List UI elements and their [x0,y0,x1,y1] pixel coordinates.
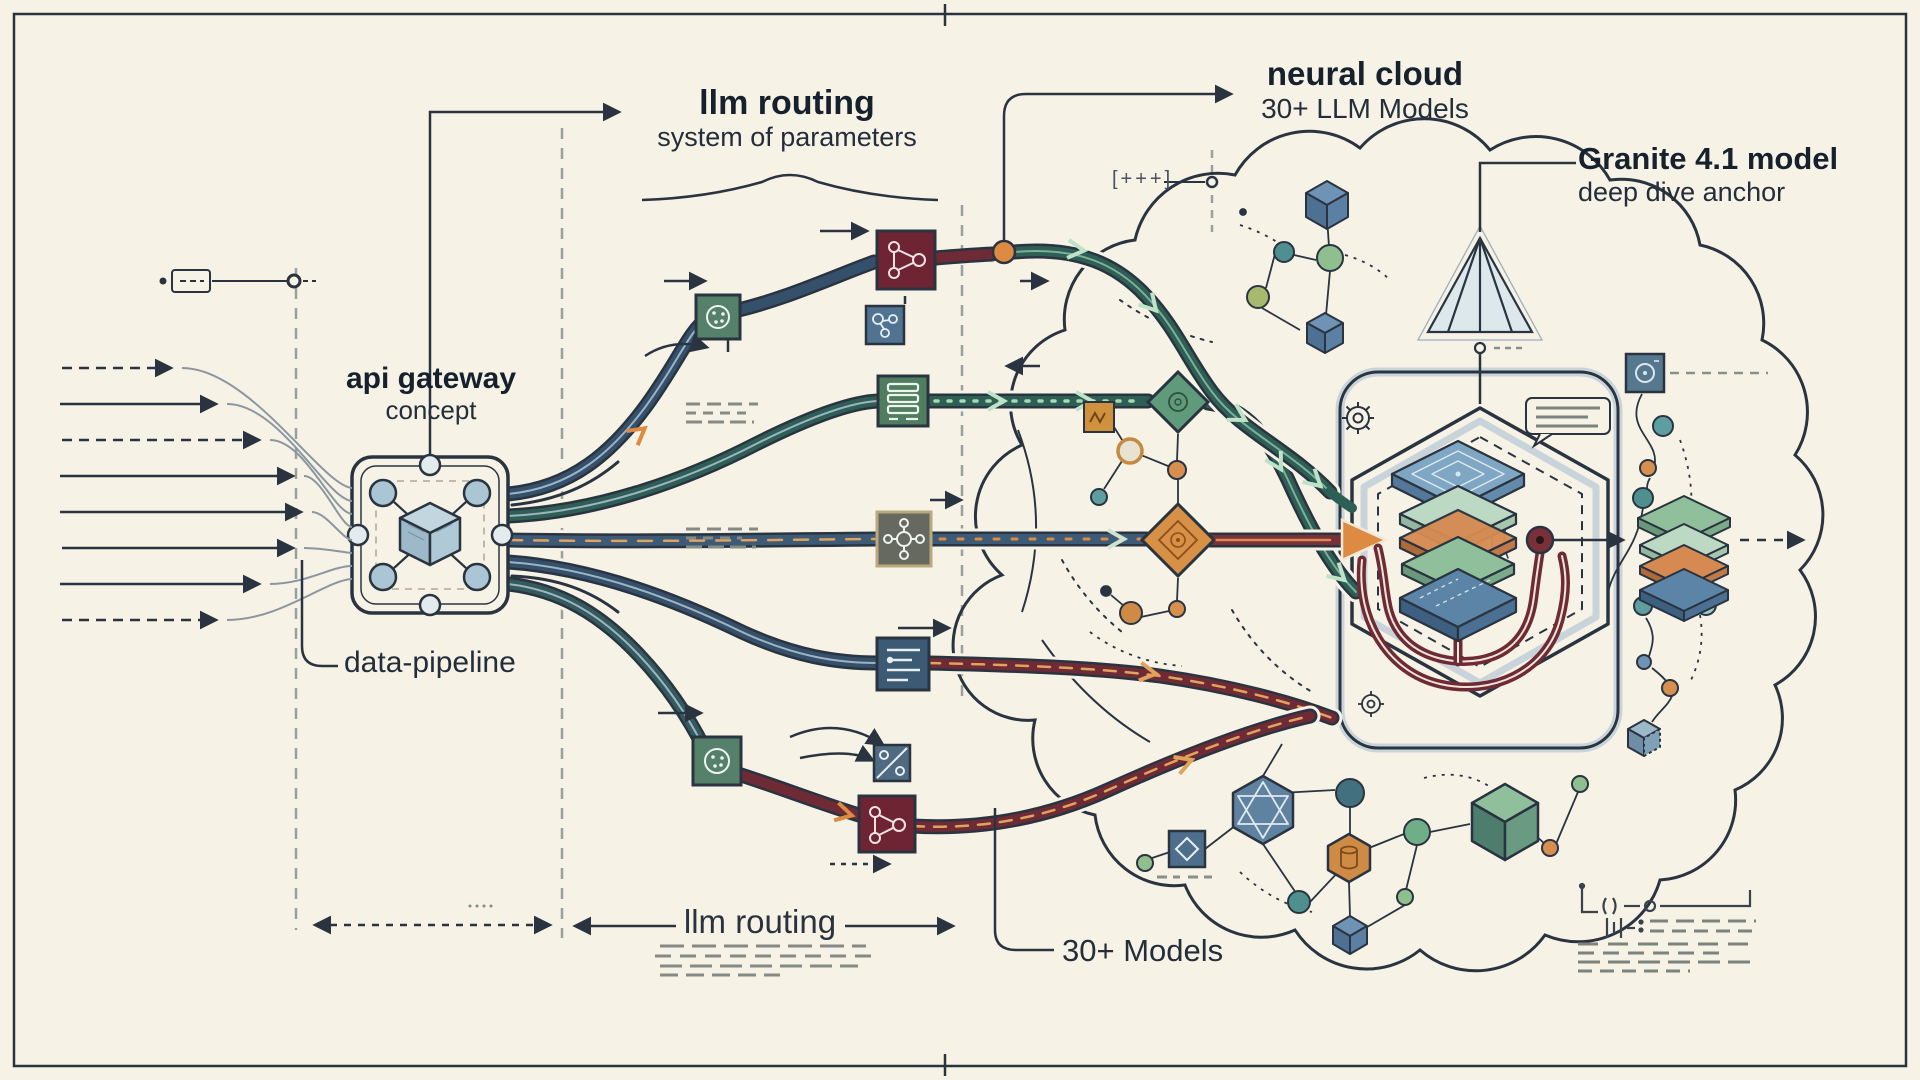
cube-icon-top2 [1306,312,1344,354]
cube-icon-top1 [1305,180,1349,230]
layer-steel-bottom [1398,567,1518,643]
router-node-list-blue [875,636,931,692]
text-block-1 [686,402,758,424]
router-node-slashed-small [872,743,912,783]
diamond-green [1145,369,1211,435]
annotation-sketch-bottom-right [1578,882,1756,973]
llm-routing-title: llm routing [699,84,875,122]
router-node-maroon-top [875,229,937,291]
label-granite-model: Granite 4.1 model deep dive anchor [1578,141,1878,207]
gateway-cube-icon [398,501,462,567]
speech-bubble-icon [1525,397,1611,449]
diamond-square-icon [1167,829,1207,869]
text-block-routing-bottom [655,944,872,977]
router-node-green-b [691,735,743,787]
cloud-inner-arcs [1017,299,1313,743]
label-llm-routing-bottom: llm routing [683,903,837,940]
api-gateway-box [346,453,514,617]
pyramid-icon [1416,224,1544,355]
router-node-green-a [694,293,742,341]
page-frame [12,4,1908,1076]
gear-icon [1342,402,1374,434]
cube-icon-bottom [1332,915,1368,955]
label-llm-routing-top: llm routing system of parameters [597,84,977,152]
text-block-2 [686,527,758,549]
cube-icon-right [1627,719,1661,757]
api-gateway-subtitle: concept [385,394,477,425]
data-pipes [497,240,1369,838]
junction-dot [991,239,1017,265]
diamond-orange [1139,501,1217,579]
hexagram-icon [1231,774,1295,846]
network-left-cluster [1083,401,1187,506]
orange-square-icon [1083,401,1115,433]
api-gateway-title: api gateway [345,362,517,395]
cube-icon-green [1470,782,1540,862]
neural-cloud-outline [951,117,1825,973]
sketch-chip-icon [159,269,316,293]
network-top-cluster [1239,208,1389,331]
right-blue-square-icon [1624,352,1666,394]
neural-cloud-title: neural cloud [1266,55,1464,92]
label-neural-cloud: neural cloud 30+ LLM Models [1200,55,1530,124]
layer-stack-small-icon [1637,495,1731,622]
neural-cloud-subtitle: 30+ LLM Models [1261,92,1469,124]
gear-small-icon [1358,691,1384,717]
plus-marker-leader [1164,175,1219,189]
cylinder-hex-icon [1326,832,1372,884]
label-api-gateway: api gateway concept [331,362,531,425]
network-bottom-cluster [1136,743,1589,931]
hexagon-entry-arrow [1340,518,1390,562]
weave-junction-core [1536,536,1544,544]
router-node-maroon-bottom [857,794,917,854]
pipe-flow-arrows [626,238,1348,823]
sketch-arrows [644,221,1050,874]
router-node-list-green [876,374,930,428]
input-arrows [60,358,353,630]
label-leaders [300,84,1576,952]
network-lowerleft-cluster [1089,577,1186,667]
label-30-models: 30+ Models [1062,933,1224,968]
llm-routing-subtitle: system of parameters [657,122,917,153]
granite-subtitle: deep dive anchor [1578,176,1786,207]
granite-title: Granite 4.1 model [1578,141,1839,176]
router-node-molecule-small [864,304,906,346]
sketch-text-blocks [468,402,872,977]
router-node-atom-gray [875,510,933,568]
granite-layer-stack [1390,439,1526,643]
label-data-pipeline: data-pipeline [344,646,516,679]
label-plus-marker: [+++] [1112,168,1174,190]
